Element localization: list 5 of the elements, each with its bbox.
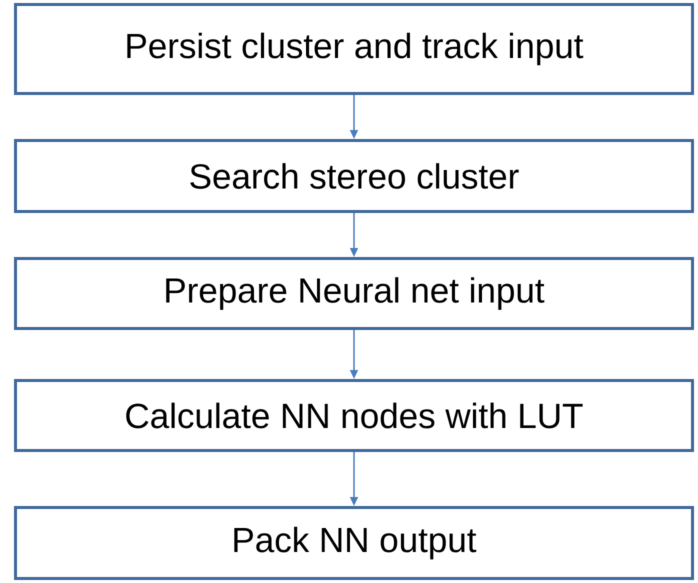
- process-box: Calculate NN nodes with LUT: [14, 379, 694, 452]
- process-box: Pack NN output: [14, 506, 694, 580]
- process-box: Search stereo cluster: [14, 139, 694, 213]
- process-box: Persist cluster and track input: [14, 3, 694, 95]
- process-box: Prepare Neural net input: [14, 257, 694, 330]
